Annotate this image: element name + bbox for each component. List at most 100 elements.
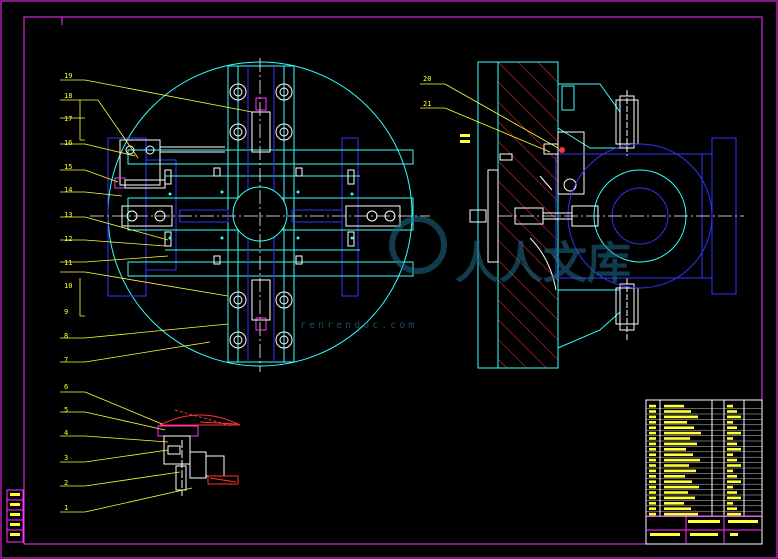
leader-lines-left [60, 79, 253, 363]
title-block-cell [649, 404, 656, 408]
title-block-cell [649, 496, 656, 500]
callout-labels: 19 18 17 16 15 14 13 12 11 10 9 8 7 6 5 … [64, 72, 431, 512]
title-block-cell [664, 453, 693, 456]
title-block-cell [727, 410, 737, 413]
callout-label: 13 [64, 211, 72, 219]
title-block-cell [727, 442, 737, 446]
callout-label: 11 [64, 259, 72, 267]
title-block-cell [649, 485, 656, 489]
callout-label: 20 [423, 75, 431, 83]
leader-lines-bottom [60, 391, 193, 513]
title-block-cell [664, 426, 694, 429]
title-block-cell [727, 464, 741, 467]
front-view [90, 58, 430, 372]
title-block-cell [649, 475, 656, 478]
title-block-cell [664, 421, 687, 424]
callout-label: 16 [64, 139, 72, 147]
title-block-cell [727, 437, 733, 440]
callout-label: 4 [64, 429, 68, 437]
title-block-cell [688, 520, 720, 523]
title-block-cell [727, 415, 741, 419]
callout-label: 14 [64, 186, 72, 194]
callout-label: 6 [64, 383, 68, 391]
title-block-cell [664, 442, 697, 446]
title-block-cell [664, 415, 698, 419]
title-block-cell [649, 442, 656, 446]
title-block-cell [649, 421, 656, 424]
watermark-url: renrendoc.com [300, 320, 417, 331]
title-block-cell [727, 453, 733, 456]
title-block-cell [727, 485, 733, 489]
title-block-cell [649, 512, 656, 516]
callout-label: 17 [64, 115, 72, 123]
title-block-cell [727, 458, 737, 462]
title-block-cell [727, 502, 733, 505]
title-block-cell [664, 404, 684, 408]
title-block-cell [664, 469, 696, 473]
title-block-cell [664, 507, 691, 510]
callout-label: 7 [64, 356, 68, 364]
callout-label: 1 [64, 504, 68, 512]
title-block-cell [649, 502, 656, 505]
callout-label: 2 [64, 479, 68, 487]
title-block-cell [649, 458, 656, 462]
callout-label: 8 [64, 332, 68, 340]
callout-label: 15 [64, 163, 72, 171]
section-detail [157, 409, 241, 496]
title-block-cell [649, 469, 656, 473]
title-block-cell [649, 491, 656, 494]
title-block-cell [664, 475, 685, 478]
title-block-cell [649, 431, 656, 435]
watermark: 人人文库 renrendoc.com [300, 216, 631, 331]
title-block-cell [727, 404, 733, 408]
title-block-cell [727, 507, 737, 510]
title-block-cell [727, 491, 737, 494]
title-block-cell [649, 448, 656, 451]
side-view [460, 61, 744, 369]
title-block [645, 399, 763, 545]
callout-label: 21 [423, 100, 431, 108]
title-block-cell [664, 410, 691, 413]
title-block-cell [649, 426, 656, 429]
title-block-cell [690, 533, 718, 536]
title-block-cell [730, 533, 738, 536]
title-block-cell [727, 480, 741, 483]
title-block-cell [649, 507, 656, 510]
inner-frame [23, 16, 763, 545]
title-block-cell [664, 491, 688, 494]
title-block-cell [649, 480, 656, 483]
title-block-cell [727, 426, 737, 429]
callout-label: 18 [64, 92, 72, 100]
title-block-cell [650, 533, 680, 536]
watermark-text: 人人文库 [455, 238, 631, 289]
title-block-cell [649, 437, 656, 440]
title-block-cell [664, 437, 690, 440]
title-block-cell [649, 464, 656, 467]
callout-label: 19 [64, 72, 72, 80]
title-block-cell [727, 431, 741, 435]
title-block-cell [664, 496, 695, 500]
title-block-cell [727, 512, 741, 516]
title-block-cell [664, 502, 684, 505]
title-block-cell [664, 512, 698, 516]
margin-legend [6, 489, 24, 543]
title-block-cell [727, 448, 741, 451]
title-block-cell [664, 458, 700, 462]
title-block-cell [727, 496, 741, 500]
title-block-cell [664, 448, 686, 451]
title-block-cell [727, 469, 733, 473]
title-block-cell [664, 464, 689, 467]
title-block-cell [664, 480, 692, 483]
callout-label: 10 [64, 282, 72, 290]
callout-label: 3 [64, 454, 68, 462]
callout-label: 9 [64, 308, 68, 316]
title-block-cell [649, 415, 656, 419]
title-block-cell [727, 421, 733, 424]
callout-label: 5 [64, 406, 68, 414]
leader-lines-right [420, 83, 559, 153]
title-block-cell [664, 485, 699, 489]
title-block-cell [649, 410, 656, 413]
title-block-cell [728, 520, 758, 523]
